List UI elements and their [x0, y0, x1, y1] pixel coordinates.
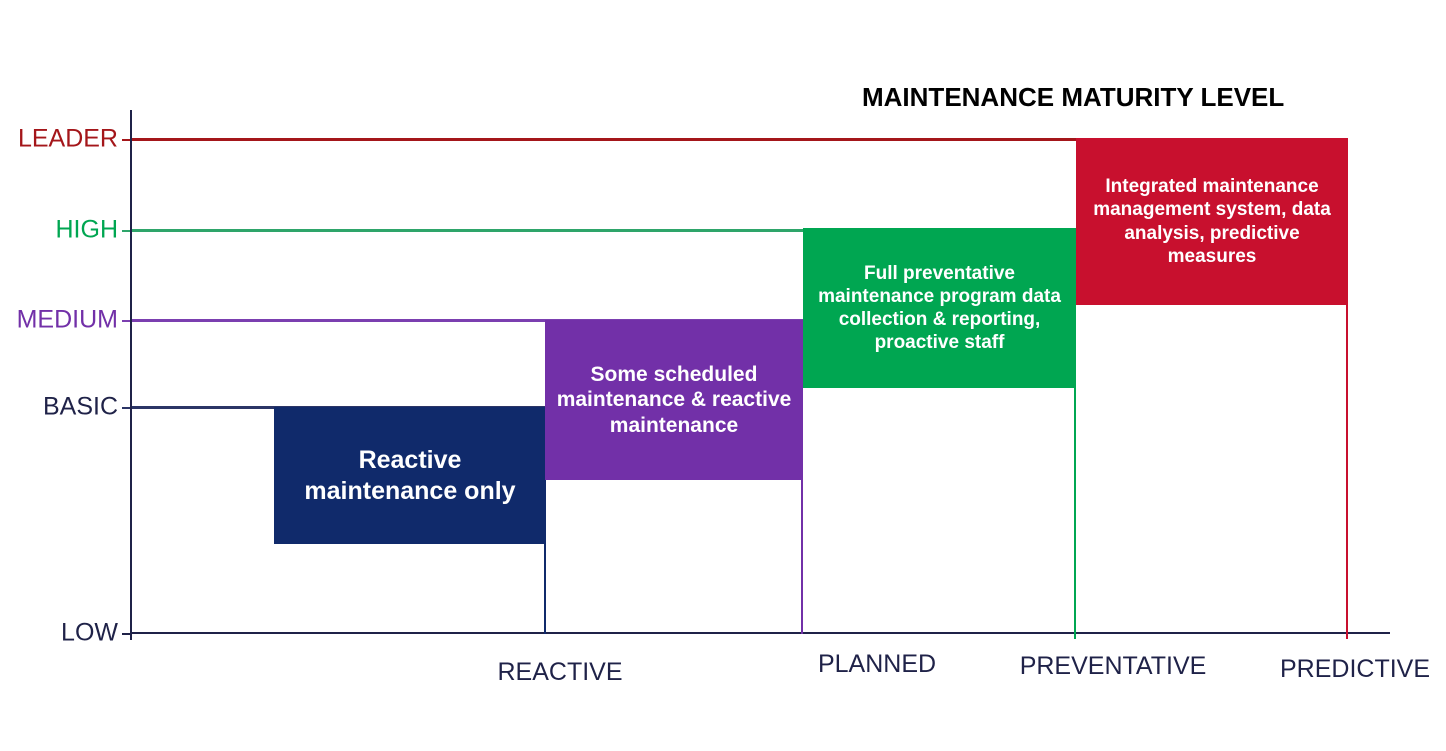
y-tick-label-basic: BASIC [42, 392, 118, 421]
y-tick-label-leader: LEADER [17, 124, 118, 153]
tick-leader [122, 139, 131, 141]
y-axis-line [130, 110, 132, 640]
y-tick-label-high: HIGH [55, 215, 119, 244]
tick-low [122, 633, 131, 635]
tick-basic [122, 407, 131, 409]
drop-line-preventative [1074, 229, 1076, 639]
x-tick-label-reactive: REACTIVE [497, 658, 623, 686]
drop-line-predictive [1346, 139, 1348, 639]
gridline-high [131, 229, 1076, 232]
bar-label-preventative: Full preventative maintenance program da… [818, 262, 1061, 354]
bar-reactive[interactable]: Reactive maintenance only [274, 407, 546, 544]
y-tick-label-low: LOW [61, 618, 118, 647]
x-tick-label-planned: PLANNED [817, 650, 937, 678]
x-tick-label-predictive: PREDICTIVE [1279, 655, 1431, 683]
gridline-medium [131, 319, 803, 322]
bar-label-reactive: Reactive maintenance only [304, 446, 516, 505]
bar-planned[interactable]: Some scheduled maintenance & reactive ma… [545, 320, 803, 480]
y-tick-label-medium: MEDIUM [16, 305, 118, 334]
x-axis-line [131, 632, 1390, 634]
x-tick-label-preventative: PREVENTATIVE [1019, 652, 1207, 680]
bar-label-planned: Some scheduled maintenance & reactive ma… [556, 362, 792, 437]
page-title: MAINTENANCE MATURITY LEVEL [862, 82, 1285, 112]
bar-label-predictive: Integrated maintenance management system… [1093, 176, 1331, 267]
gridline-leader [131, 138, 1348, 141]
tick-medium [122, 320, 131, 322]
bar-predictive[interactable]: Integrated maintenance management system… [1076, 138, 1348, 305]
bar-preventative[interactable]: Full preventative maintenance program da… [803, 228, 1076, 388]
tick-high [122, 230, 131, 232]
